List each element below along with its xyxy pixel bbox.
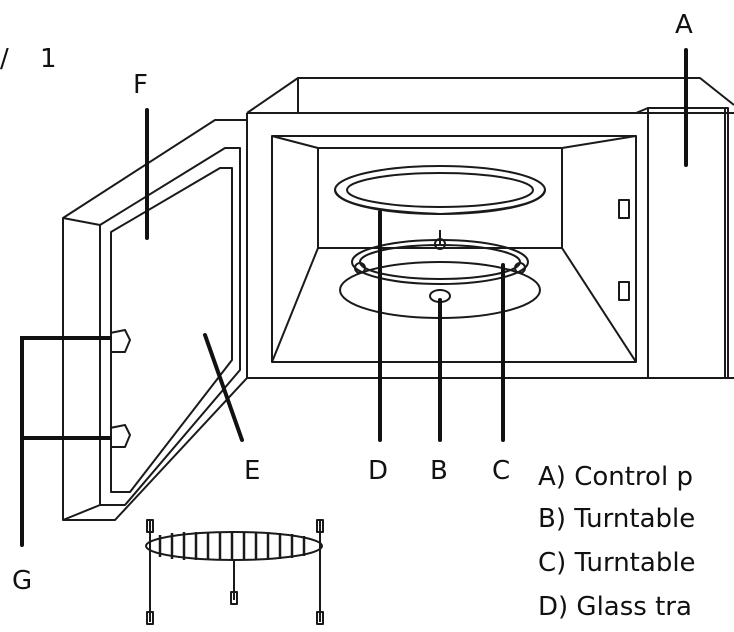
open-door <box>62 119 248 521</box>
legend-item-b: B) Turntable <box>538 504 696 534</box>
label-f: F <box>133 70 148 100</box>
leader-e <box>203 333 244 442</box>
legend-item-d: D) Glass tra <box>538 592 692 622</box>
legend-item-a: A) Control p <box>538 462 693 492</box>
microwave-body <box>246 77 734 379</box>
legend-item-c: C) Turntable <box>538 548 696 578</box>
label-b: B <box>430 456 448 486</box>
label-g: G <box>12 566 33 596</box>
leader-g <box>20 336 112 547</box>
label-e: E <box>244 456 261 486</box>
grill-rack <box>145 519 324 625</box>
figure-ref-left: / <box>0 44 9 74</box>
figure-ref-number: 1 <box>40 44 57 74</box>
label-d: D <box>368 456 389 486</box>
control-panel <box>635 107 729 379</box>
label-c: C <box>492 456 511 486</box>
glass-tray <box>334 165 546 215</box>
label-a: A <box>675 10 693 40</box>
